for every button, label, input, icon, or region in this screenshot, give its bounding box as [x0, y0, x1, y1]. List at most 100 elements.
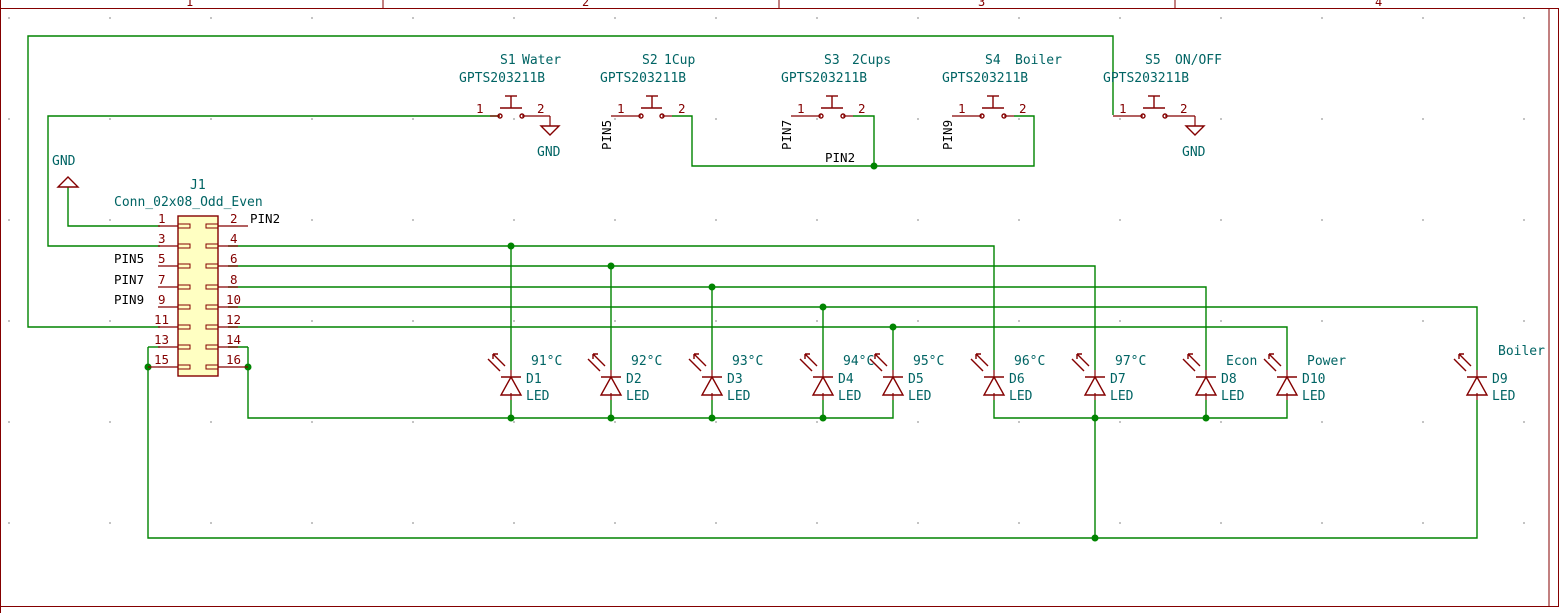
- led-d4-ref: D4: [838, 372, 854, 387]
- led-d7-value: LED: [1110, 389, 1134, 404]
- net-label-pin7-s3: PIN7: [779, 120, 794, 150]
- led-d2-label: 92°C: [631, 354, 662, 369]
- j1-pin-11: 11: [154, 312, 169, 327]
- switch-s5-value: GPTS203211B: [1103, 71, 1189, 86]
- j1-pin-13: 13: [154, 332, 169, 347]
- led-d3-value: LED: [727, 389, 751, 404]
- frame-column-3: 3: [978, 0, 985, 9]
- net-label-pin5-j1: PIN5: [114, 251, 144, 266]
- led-d7-label: 97°C: [1115, 354, 1146, 369]
- led-d5-value: LED: [908, 389, 932, 404]
- j1-pin-5: 5: [158, 251, 166, 266]
- led-d3-label: 93°C: [732, 354, 763, 369]
- switch-s4-label: Boiler: [1015, 53, 1062, 68]
- led-d1-value: LED: [526, 389, 550, 404]
- frame-column-4: 4: [1375, 0, 1382, 9]
- switch-s2-pin1: 1: [617, 101, 625, 116]
- led-d5-label: 95°C: [913, 354, 944, 369]
- led-d2-ref: D2: [626, 372, 642, 387]
- led-d4-label: 94°C: [843, 354, 874, 369]
- j1-reference: J1: [190, 178, 206, 193]
- switch-s5-pin2: 2: [1180, 101, 1188, 116]
- j1-pin-8: 8: [230, 272, 238, 287]
- net-label-pin5-s2: PIN5: [599, 120, 614, 150]
- switch-s5-pin1: 1: [1119, 101, 1127, 116]
- led-d10-ref: D10: [1302, 372, 1325, 387]
- switch-s2[interactable]: S2 1Cup GPTS203211B 1 2: [600, 53, 695, 119]
- gnd-label-j1: GND: [52, 154, 76, 169]
- led-d8-ref: D8: [1221, 372, 1237, 387]
- switch-s4-pin1: 1: [958, 101, 966, 116]
- switch-s4-value: GPTS203211B: [942, 71, 1028, 86]
- switch-s1[interactable]: S1 Water GPTS203211B 1 2 GND: [459, 53, 561, 160]
- led-d6-ref: D6: [1009, 372, 1025, 387]
- switch-s4-pin2: 2: [1019, 101, 1027, 116]
- gnd-label-s1: GND: [537, 145, 561, 160]
- j1-pin-2: 2: [230, 211, 238, 226]
- gnd-symbol-j1: GND: [52, 154, 80, 188]
- led-d7-ref: D7: [1110, 372, 1126, 387]
- switch-s1-ref: S1: [500, 53, 516, 68]
- wires: [27, 35, 1478, 539]
- j1-pin-15: 15: [154, 352, 169, 367]
- led-d10-value: LED: [1302, 389, 1326, 404]
- frame-column-2: 2: [582, 0, 589, 9]
- net-label-pin2-bus: PIN2: [825, 150, 855, 165]
- net-label-pin9-j1: PIN9: [114, 292, 144, 307]
- switch-s3[interactable]: S3 2Cups GPTS203211B 1 2: [781, 53, 891, 119]
- j1-pin-9: 9: [158, 292, 166, 307]
- switch-s4[interactable]: S4 Boiler GPTS203211B 1 2: [942, 53, 1062, 119]
- j1-pin-7: 7: [158, 272, 166, 287]
- switch-s2-label: 1Cup: [664, 53, 695, 68]
- j1-value: Conn_02x08_Odd_Even: [114, 195, 263, 210]
- switch-s3-ref: S3: [824, 53, 840, 68]
- switch-s3-value: GPTS203211B: [781, 71, 867, 86]
- led-d5-ref: D5: [908, 372, 924, 387]
- net-label-pin9-s4: PIN9: [940, 120, 955, 150]
- leds: D1LED91°CD2LED92°CD3LED93°CD4LED94°CD5LE…: [487, 344, 1545, 404]
- j1-pin-14: 14: [226, 332, 241, 347]
- switch-s2-ref: S2: [642, 53, 658, 68]
- j1-pin-10: 10: [226, 292, 241, 307]
- j1-pin-16: 16: [226, 352, 241, 367]
- led-d3-ref: D3: [727, 372, 743, 387]
- switch-s1-value: GPTS203211B: [459, 71, 545, 86]
- switch-s1-label: Water: [522, 53, 561, 68]
- switch-s2-pin2: 2: [678, 101, 686, 116]
- frame-column-1: 1: [186, 0, 193, 9]
- switch-s3-label: 2Cups: [852, 53, 891, 68]
- led-d10-label: Power: [1307, 354, 1346, 369]
- led-d4-value: LED: [838, 389, 862, 404]
- j1-pin-3: 3: [158, 231, 166, 246]
- switch-s2-value: GPTS203211B: [600, 71, 686, 86]
- switch-s5[interactable]: S5 ON/OFF GPTS203211B 1 2 GND: [1103, 53, 1222, 160]
- grid-dots: [8, 17, 1525, 524]
- j1-pin-6: 6: [230, 251, 238, 266]
- j1-pin-1: 1: [158, 211, 166, 226]
- switch-s3-pin2: 2: [858, 101, 866, 116]
- led-d1-label: 91°C: [531, 354, 562, 369]
- switch-s1-pin1: 1: [476, 101, 484, 116]
- switch-s3-pin1: 1: [797, 101, 805, 116]
- led-d9-ref: D9: [1492, 372, 1508, 387]
- switch-s1-pin2: 2: [537, 101, 545, 116]
- switch-s5-ref: S5: [1145, 53, 1161, 68]
- switches: S1 Water GPTS203211B 1 2 GND S2 1Cup GPT…: [459, 53, 1222, 160]
- led-d8-value: LED: [1221, 389, 1245, 404]
- j1-body: [177, 215, 219, 377]
- net-label-pin2-j1: PIN2: [250, 211, 280, 226]
- connector-j1[interactable]: J1 Conn_02x08_Odd_Even: [114, 178, 263, 377]
- led-d9-label: Boiler: [1498, 344, 1545, 359]
- junctions: [144, 162, 1210, 542]
